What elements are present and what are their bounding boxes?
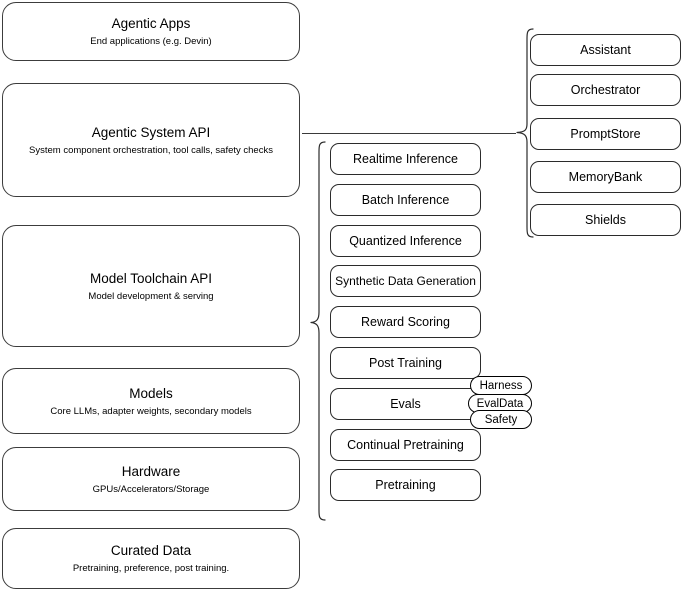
pill-label: Assistant [580,43,631,57]
stack-layer-hardware[interactable]: Hardware GPUs/Accelerators/Storage [2,447,300,511]
layer-title: Hardware [121,463,181,479]
stack-layer-models[interactable]: Models Core LLMs, adapter weights, secon… [2,368,300,434]
stack-layer-curated-data[interactable]: Curated Data Pretraining, preference, po… [2,528,300,589]
toolchain-component-evals[interactable]: Evals [330,388,481,420]
toolchain-component-realtime-inference[interactable]: Realtime Inference [330,143,481,175]
toolchain-brace [306,141,326,521]
pill-label: Reward Scoring [361,315,450,329]
stack-layer-model-toolchain-api[interactable]: Model Toolchain API Model development & … [2,225,300,347]
tag-label: Harness [479,379,523,392]
agentic-system-brace [514,28,534,238]
agentic-component-memorybank[interactable]: MemoryBank [530,161,681,193]
agentic-component-orchestrator[interactable]: Orchestrator [530,74,681,106]
toolchain-component-quantized-inference[interactable]: Quantized Inference [330,225,481,257]
toolchain-component-pretraining[interactable]: Pretraining [330,469,481,501]
tag-label: EvalData [476,397,524,410]
layer-subtitle: Pretraining, preference, post training. [72,563,230,574]
layer-subtitle: Core LLMs, adapter weights, secondary mo… [50,405,252,417]
agentic-component-assistant[interactable]: Assistant [530,34,681,66]
connector-line-agentic-system [302,133,516,134]
pill-label: Post Training [369,356,442,370]
toolchain-component-post-training[interactable]: Post Training [330,347,481,379]
layer-subtitle: GPUs/Accelerators/Storage [92,483,210,495]
pill-label: Pretraining [375,478,436,492]
toolchain-component-synthetic-data-generation[interactable]: Synthetic Data Generation [330,265,481,297]
pill-label: Synthetic Data Generation [335,274,476,288]
pill-label: Quantized Inference [349,234,462,248]
evals-tag-harness[interactable]: Harness [470,376,532,395]
stack-layer-agentic-system-api[interactable]: Agentic System API System component orch… [2,83,300,197]
layer-title: Curated Data [110,543,192,558]
layer-title: Agentic System API [91,124,211,140]
layer-title: Models [129,385,173,401]
toolchain-component-reward-scoring[interactable]: Reward Scoring [330,306,481,338]
layer-title: Model Toolchain API [89,270,213,286]
pill-label: Orchestrator [570,83,641,97]
pill-label: Continual Pretraining [347,438,464,452]
pill-label: MemoryBank [568,170,643,184]
evals-tag-safety[interactable]: Safety [470,410,532,429]
toolchain-component-batch-inference[interactable]: Batch Inference [330,184,481,216]
stack-layer-agentic-apps[interactable]: Agentic Apps End applications (e.g. Devi… [2,2,300,61]
pill-label: PromptStore [570,127,641,141]
layer-title: Agentic Apps [111,16,191,31]
pill-label: Realtime Inference [353,152,458,166]
layer-subtitle: System component orchestration, tool cal… [29,144,273,156]
pill-label: Evals [390,397,421,411]
agentic-component-shields[interactable]: Shields [530,204,681,236]
tag-label: Safety [484,413,518,426]
agentic-component-promptstore[interactable]: PromptStore [530,118,681,150]
pill-label: Shields [585,213,626,227]
layer-subtitle: Model development & serving [88,290,214,302]
toolchain-component-continual-pretraining[interactable]: Continual Pretraining [330,429,481,461]
pill-label: Batch Inference [361,193,450,207]
layer-subtitle: End applications (e.g. Devin) [90,36,212,47]
